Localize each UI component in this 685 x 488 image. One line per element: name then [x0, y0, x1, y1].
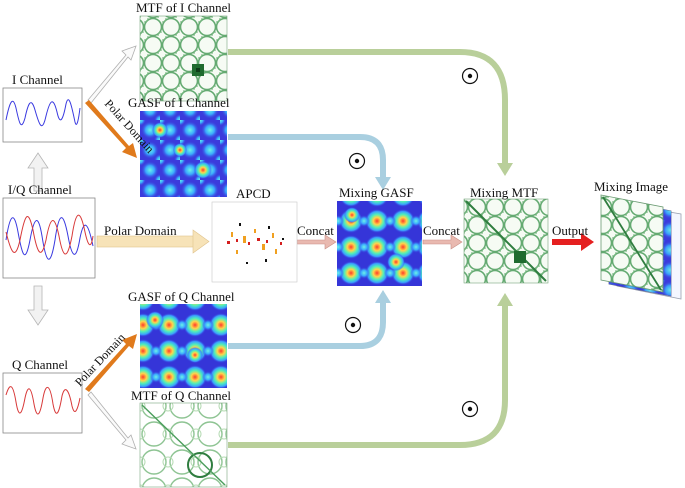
i-channel-label: I Channel: [12, 72, 63, 87]
connector-mtf-q-to-mixing-mtf: [228, 305, 508, 448]
polar-domain-arrow: [96, 229, 210, 254]
polar-domain-label: Polar Domain: [104, 223, 177, 238]
gasf-i-label: GASF of I Channel: [128, 95, 230, 110]
output-arrow: [552, 233, 594, 251]
polar-domain-label-q: Polar Domain: [72, 330, 128, 389]
mixing-mtf-label: Mixing MTF: [470, 185, 539, 200]
gasf-i-image: [140, 111, 227, 197]
apcd-image: [211, 201, 298, 283]
arrow-iq-to-i: [27, 152, 49, 192]
concat-label-1: Concat: [297, 223, 334, 238]
mixing-gasf-label: Mixing GASF: [339, 185, 414, 200]
gasf-q-image: [140, 304, 227, 388]
mtf-q-label: MTF of Q Channel: [131, 388, 232, 403]
mtf-q-image: [139, 402, 228, 488]
q-channel-label: Q Channel: [12, 357, 68, 372]
odot-symbols: [344, 67, 479, 418]
concat-arrow-1: [296, 234, 337, 250]
connector-mtf-i-to-mixing-mtf: [228, 49, 508, 165]
arrow-q-to-mtf-q: [87, 391, 137, 450]
mtf-i-label: MTF of I Channel: [136, 0, 231, 15]
arrow-q-to-gasf-q: [85, 334, 137, 392]
mixing-image-stack: [600, 194, 682, 300]
mixing-image-label: Mixing Image: [594, 179, 669, 194]
mixing-mtf-image: [463, 198, 549, 284]
arrow-iq-to-q: [27, 285, 49, 326]
arrow-i-to-gasf-i: [85, 100, 137, 158]
mixing-gasf-image: [337, 201, 422, 286]
iq-channel-plot: [2, 197, 96, 279]
arrow-i-to-mtf-i: [87, 45, 137, 104]
mtf-i-image: [139, 15, 228, 102]
connector-gasf-q-to-mixing-gasf: [228, 302, 386, 349]
gasf-q-label: GASF of Q Channel: [128, 289, 235, 304]
q-channel-plot: [2, 372, 83, 434]
apcd-label: APCD: [236, 186, 271, 201]
iq-channel-label: I/Q Channel: [8, 182, 72, 197]
connector-gasf-i-to-mixing-gasf: [228, 134, 386, 178]
concat-label-2: Concat: [423, 223, 460, 238]
i-channel-plot: [2, 87, 83, 143]
concat-arrow-2: [422, 234, 463, 250]
output-label: Output: [552, 223, 589, 238]
